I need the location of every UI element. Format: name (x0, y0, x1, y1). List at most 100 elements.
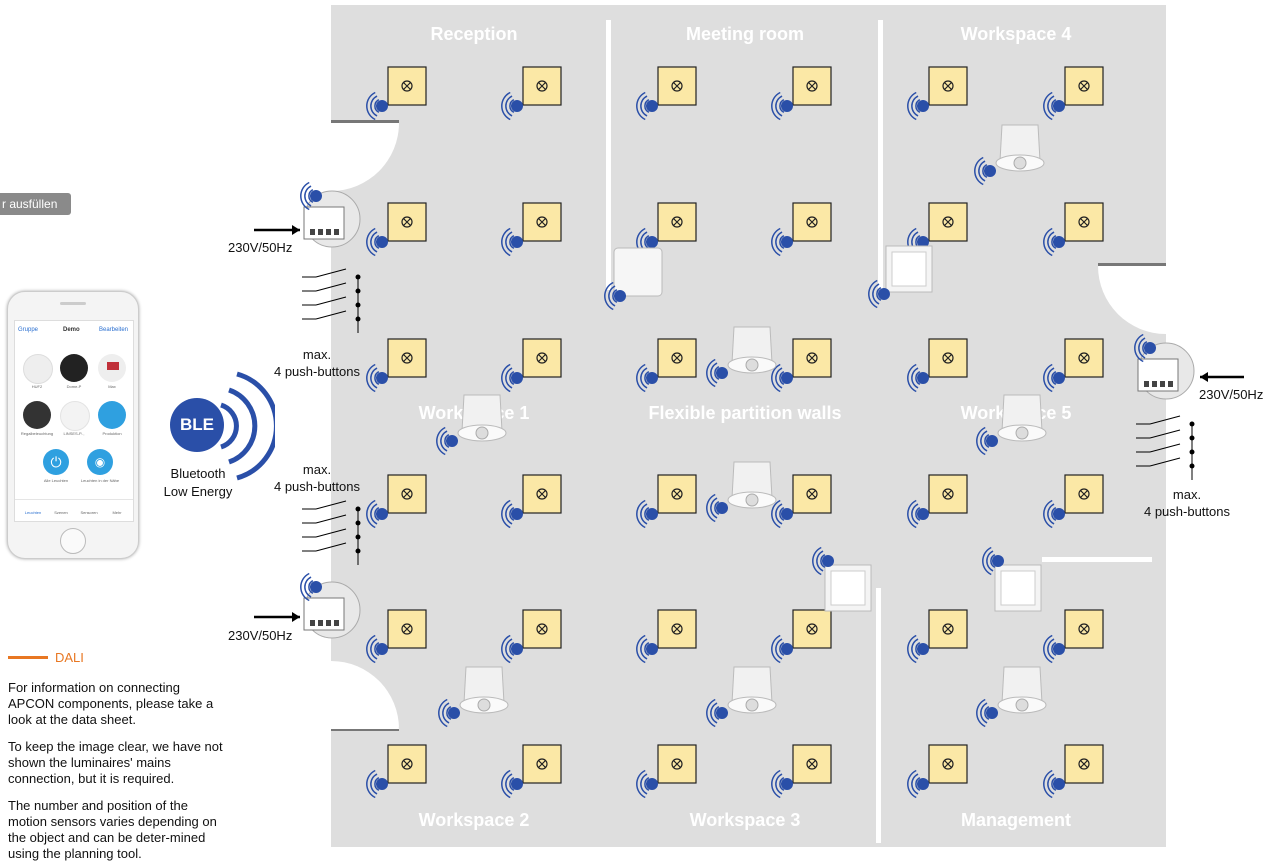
wall-meeting-ws4 (878, 20, 883, 290)
lamp-cross-icon (536, 488, 548, 500)
sensor-dot (822, 555, 834, 567)
sensor-dot (992, 555, 1004, 567)
lamp-cross-icon (403, 625, 411, 633)
lamp-cross-icon (1080, 760, 1088, 768)
sensor-dot (646, 100, 658, 112)
tile-linses[interactable] (60, 401, 90, 431)
lamp-cross-icon (942, 758, 954, 770)
terminal-icon (326, 620, 331, 626)
wireless-signal-icon (1043, 769, 1057, 799)
lamp-cross-icon (1080, 354, 1088, 362)
ble-label-1: Bluetooth (170, 466, 226, 481)
sensor-dot (511, 778, 523, 790)
lamp-cross-icon (401, 216, 413, 228)
sensor-dot (646, 643, 658, 655)
lamp-cross-icon (403, 218, 411, 226)
tab-mehr[interactable]: Mehr (112, 510, 122, 515)
tab-bar: Leuchten Szenen Sensoren Mehr (15, 499, 133, 522)
switch-line (315, 542, 347, 552)
room-label-management: Management (960, 810, 1072, 830)
wall-switch-icon (830, 570, 866, 606)
wireless-signal-icon (501, 363, 515, 393)
wireless-signal-icon (636, 91, 650, 121)
sensor-dot (1144, 342, 1156, 354)
lamp-cross-icon (401, 352, 413, 364)
action-label: Alle Leuchten (43, 478, 69, 483)
lamp-cross-icon (944, 218, 952, 226)
nearby-icon[interactable]: ◉ (87, 449, 113, 475)
smartphone-app: Gruppe Demo Bearbeiten HUF2 Dome-P Max R… (7, 291, 139, 559)
wireless-signal-icon (501, 227, 515, 257)
door-frame (331, 120, 399, 124)
power-icon[interactable]: ⏻ (43, 449, 69, 475)
terminal-icon (334, 620, 339, 626)
ble-badge: BLE (170, 398, 224, 452)
tile-produktion[interactable] (98, 401, 126, 429)
lamp-cross-icon (942, 216, 954, 228)
sensor-dot (646, 236, 658, 248)
sensor-dot (646, 778, 658, 790)
switch-line (315, 296, 347, 306)
lamp-cross-icon (538, 82, 546, 90)
wireless-signal-icon (366, 634, 380, 664)
lamp-cross-icon (387, 202, 427, 242)
lamp-cross-icon (806, 623, 818, 635)
switch-line (1149, 429, 1181, 439)
wireless-signal-icon (1043, 634, 1057, 664)
dali-legend-label: DALI (55, 650, 84, 665)
nav-right[interactable]: Bearbeiten (99, 327, 129, 333)
tile-label: Produktion (102, 431, 122, 436)
pushbutton-label-right: max. 4 push-buttons (1132, 486, 1242, 520)
sensor-dot (781, 372, 793, 384)
tile-huf2[interactable] (23, 354, 53, 384)
lamp-cross-icon (538, 354, 546, 362)
lamp-cross-icon (401, 488, 413, 500)
nav-left[interactable]: Gruppe (18, 327, 39, 333)
switch-line (1149, 443, 1181, 453)
wireless-signal-icon (300, 181, 314, 211)
sensor-dot (310, 190, 322, 202)
wireless-signal-icon (366, 227, 380, 257)
lamp-cross-icon (538, 760, 546, 768)
wireless-signal-icon (436, 426, 450, 456)
motion-sensor-lens (475, 426, 489, 440)
wall-ws3-management (876, 588, 881, 843)
sensor-dot (1053, 778, 1065, 790)
lamp-cross-icon (401, 623, 413, 635)
room-label-flexible-partition: Flexible partition walls (648, 403, 842, 423)
motion-sensor-lens (745, 493, 759, 507)
room-label-workspace-4: Workspace 4 (960, 24, 1072, 44)
sensor-dot (376, 508, 388, 520)
lamp-cross-icon (806, 80, 818, 92)
lamp-cross-icon (944, 354, 952, 362)
terminal-icon (1168, 381, 1173, 387)
sensor-dot (511, 508, 523, 520)
tab-leuchten[interactable]: Leuchten (24, 510, 42, 515)
wireless-signal-icon (812, 546, 826, 576)
tab-szenen[interactable]: Szenen (54, 510, 68, 515)
lamp-cross-icon (942, 352, 954, 364)
tile-label: LINSES-P.., (63, 431, 85, 436)
sensor-dot (781, 508, 793, 520)
sensor-dot (986, 435, 998, 447)
fill-button[interactable]: r ausfüllen (0, 193, 71, 215)
arrow-right-icon (292, 612, 300, 622)
terminal-icon (1152, 381, 1157, 387)
lamp-cross-icon (536, 758, 548, 770)
tab-sensoren[interactable]: Sensoren (80, 510, 98, 515)
tile-dome[interactable] (60, 354, 88, 382)
wireless-signal-icon (771, 227, 785, 257)
sensor-dot (1053, 372, 1065, 384)
room-label-meeting-room: Meeting room (685, 24, 804, 44)
info-paragraph-2: To keep the image clear, we have not sho… (8, 739, 223, 786)
lamp-cross-icon (1080, 82, 1088, 90)
lamp-cross-icon (401, 80, 413, 92)
sensor-dot (614, 290, 626, 302)
wireless-signal-icon (771, 769, 785, 799)
lamp-cross-icon (806, 488, 818, 500)
tile-regal[interactable] (23, 401, 51, 429)
wireless-signal-icon (604, 281, 618, 311)
wireless-signal-icon (501, 91, 515, 121)
tile-label: Max (108, 384, 116, 389)
arrow-right-icon (292, 225, 300, 235)
